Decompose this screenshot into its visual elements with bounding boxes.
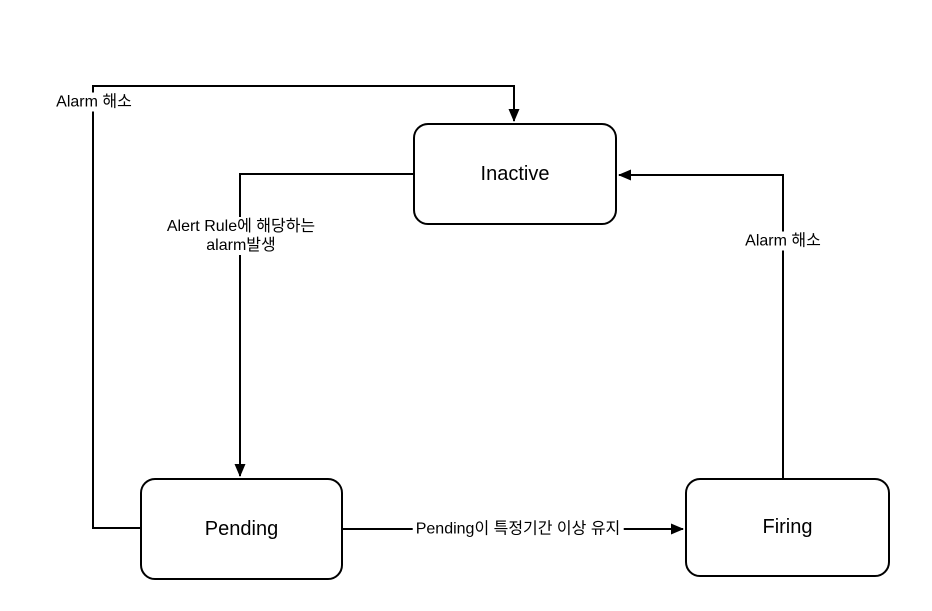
edge-firing-to-inactive-arrow	[618, 169, 784, 478]
edge-label-firing-to-inactive: Alarm 해소	[742, 231, 824, 251]
edge-pending-to-inactive-arrow	[92, 85, 520, 529]
state-node-pending: Pending	[140, 478, 343, 580]
state-node-firing: Firing	[685, 478, 890, 577]
state-label-firing: Firing	[762, 516, 813, 538]
edge-label-pending-to-firing: Pending이 특정기간 이상 유지	[412, 519, 624, 539]
edge-inactive-to-pending-arrow	[234, 173, 413, 477]
state-label-inactive: Inactive	[480, 162, 550, 185]
state-label-pending: Pending	[204, 517, 279, 540]
state-node-inactive: Inactive	[413, 123, 617, 225]
edge-label-pending-to-inactive: Alarm 해소	[53, 92, 135, 112]
edge-label-inactive-to-pending: Alert Rule에 해당하는 alarm발생	[163, 217, 319, 255]
